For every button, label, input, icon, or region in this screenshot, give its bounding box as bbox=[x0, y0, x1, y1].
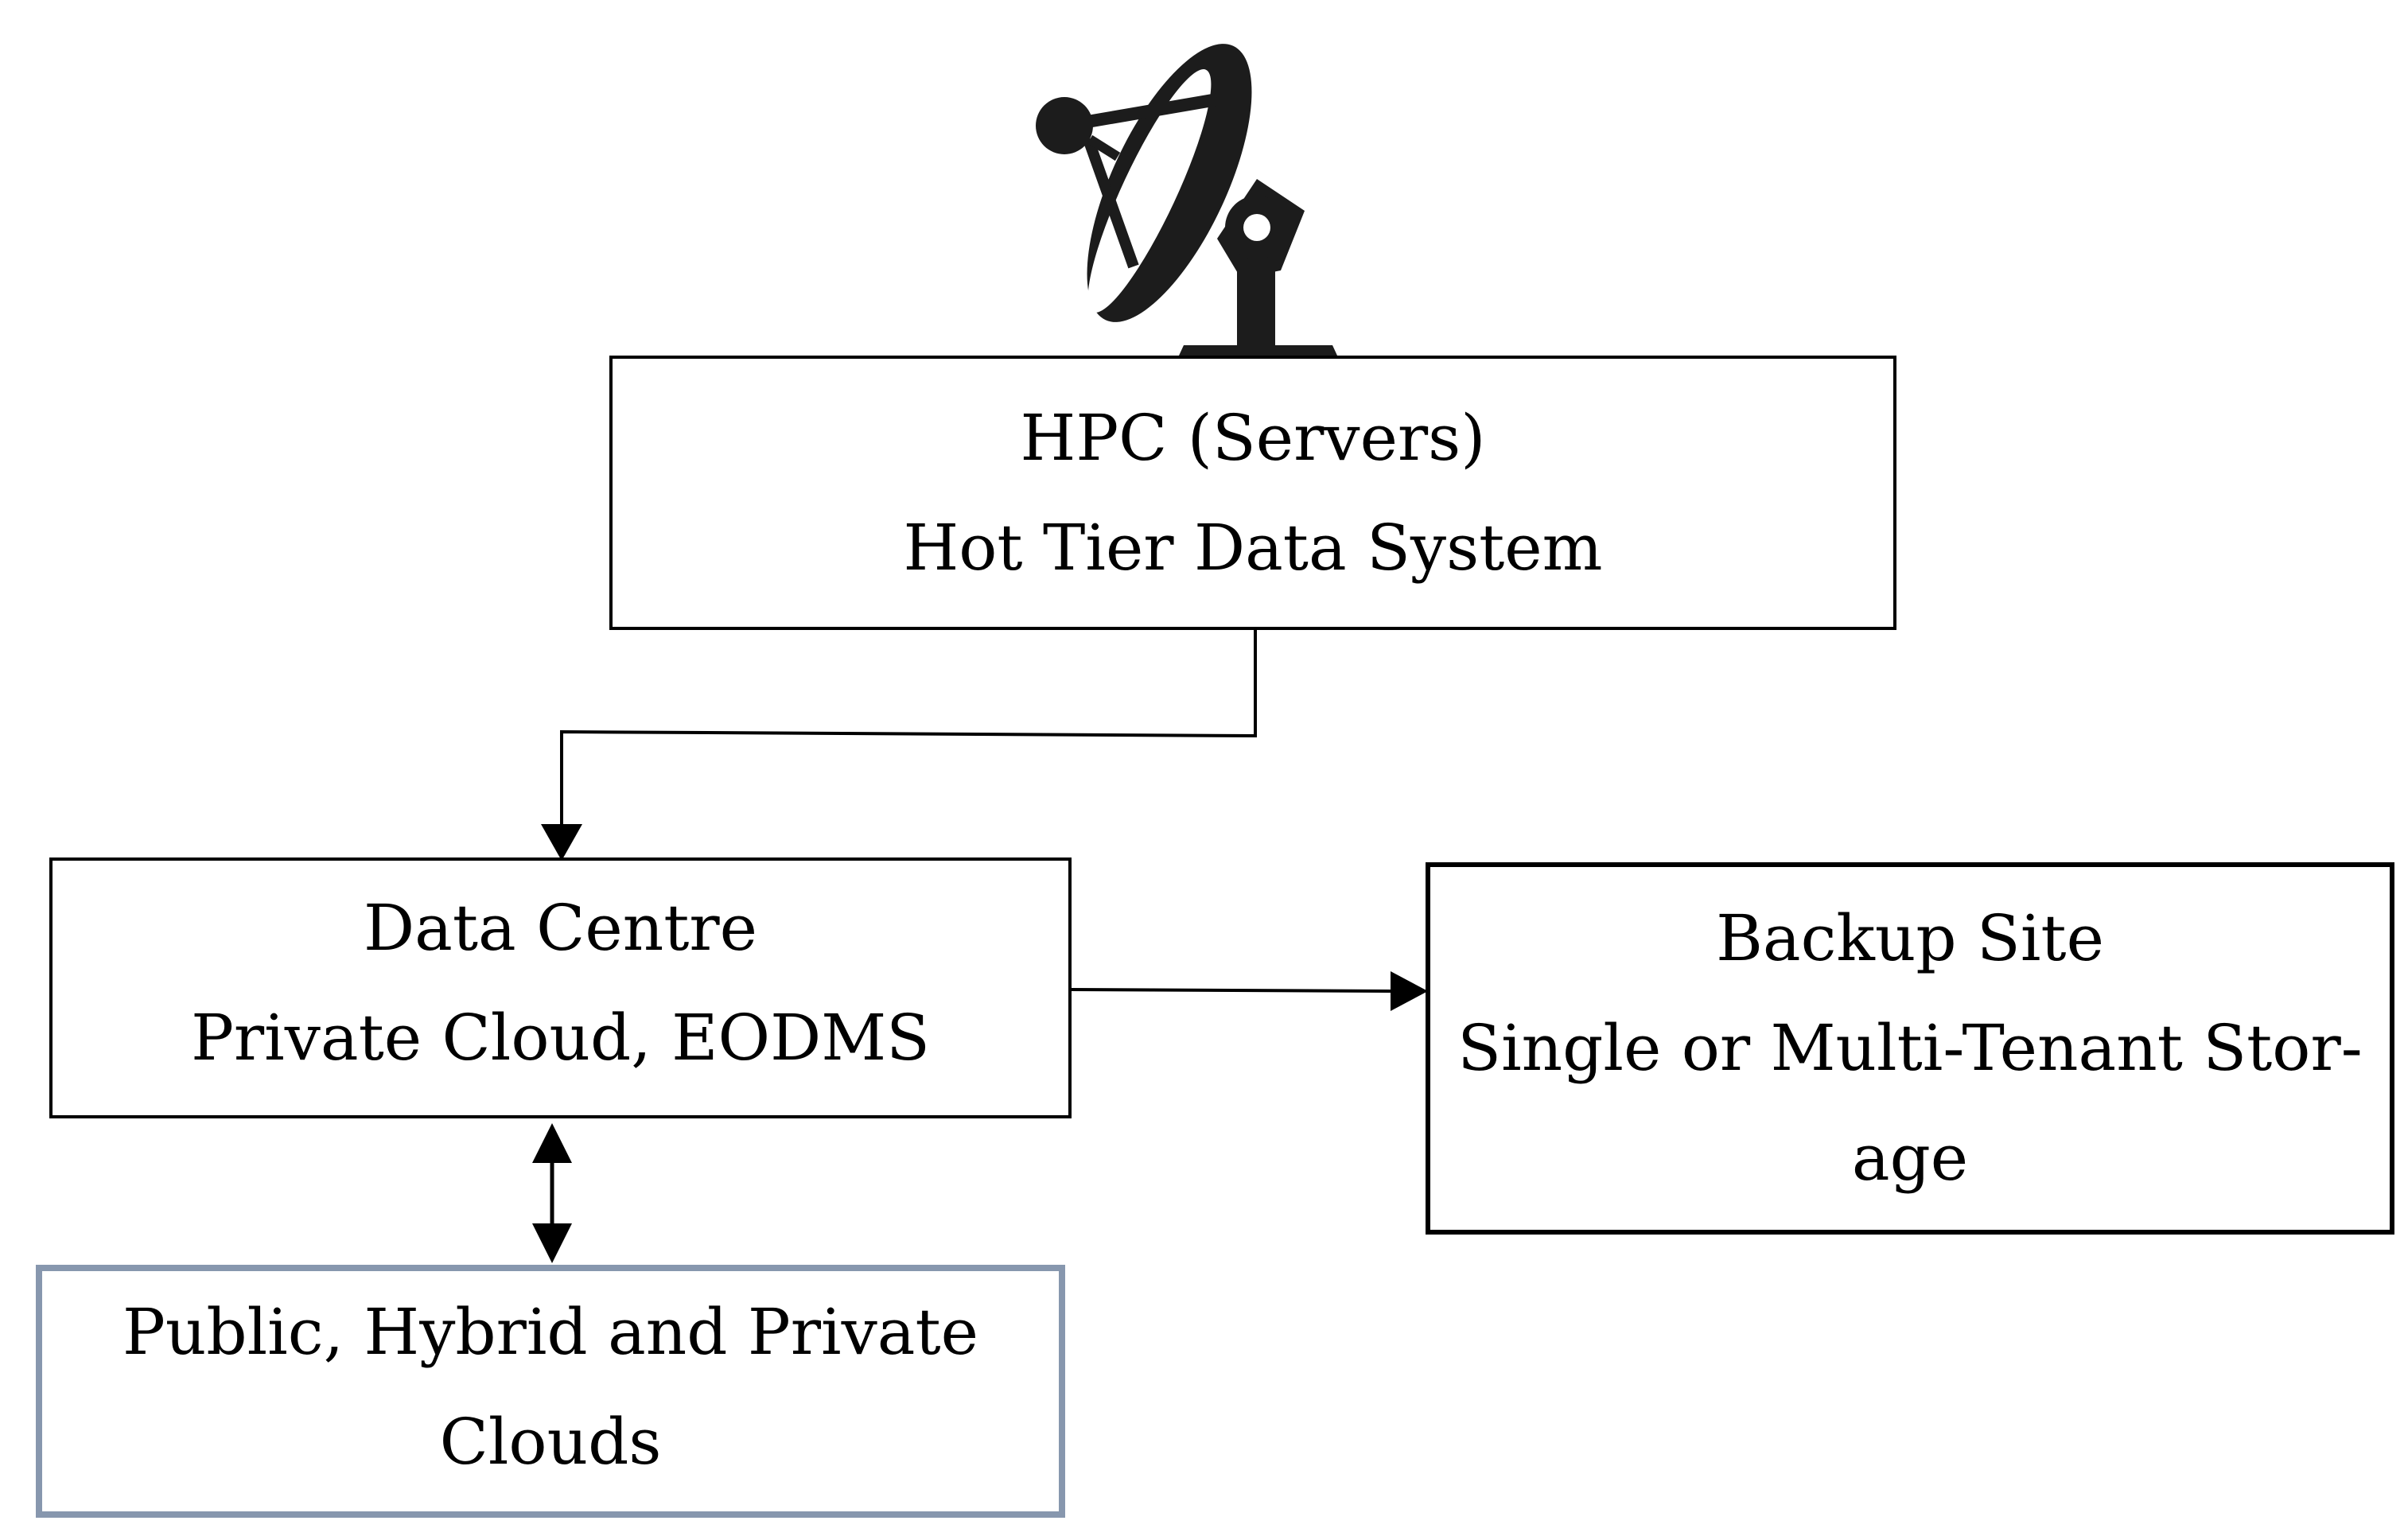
data-centre-subtitle: Private Cloud, EODMS bbox=[191, 1001, 930, 1075]
clouds-down-arrowhead bbox=[532, 1223, 572, 1263]
clouds-title: Public, Hybrid and Private bbox=[123, 1295, 978, 1369]
hpc-to-datacentre-connector bbox=[560, 630, 1257, 832]
hpc-node: HPC (Servers) Hot Tier Data System bbox=[609, 356, 1896, 630]
hpc-title: HPC (Servers) bbox=[1020, 400, 1486, 475]
backup-arrowhead bbox=[1391, 971, 1428, 1011]
satellite-dish-icon bbox=[1036, 44, 1337, 356]
backup-site-subtitle: Single or Multi-Tenant Stor- bbox=[1457, 1011, 2363, 1085]
datacentre-to-backup-connector bbox=[1071, 988, 1395, 993]
datacentre-up-arrowhead bbox=[532, 1123, 572, 1163]
data-centre-title: Data Centre bbox=[364, 891, 757, 965]
data-centre-node: Data Centre Private Cloud, EODMS bbox=[49, 858, 1072, 1118]
hpc-subtitle: Hot Tier Data System bbox=[903, 510, 1603, 585]
clouds-node: Public, Hybrid and Private Clouds bbox=[36, 1265, 1065, 1518]
backup-site-subtitle-continued: age bbox=[1851, 1121, 1969, 1195]
backup-site-node: Backup Site Single or Multi-Tenant Stor-… bbox=[1426, 862, 2394, 1235]
backup-site-title: Backup Site bbox=[1716, 901, 2104, 975]
datacentre-arrowhead bbox=[541, 824, 582, 861]
clouds-title-continued: Clouds bbox=[439, 1405, 662, 1479]
